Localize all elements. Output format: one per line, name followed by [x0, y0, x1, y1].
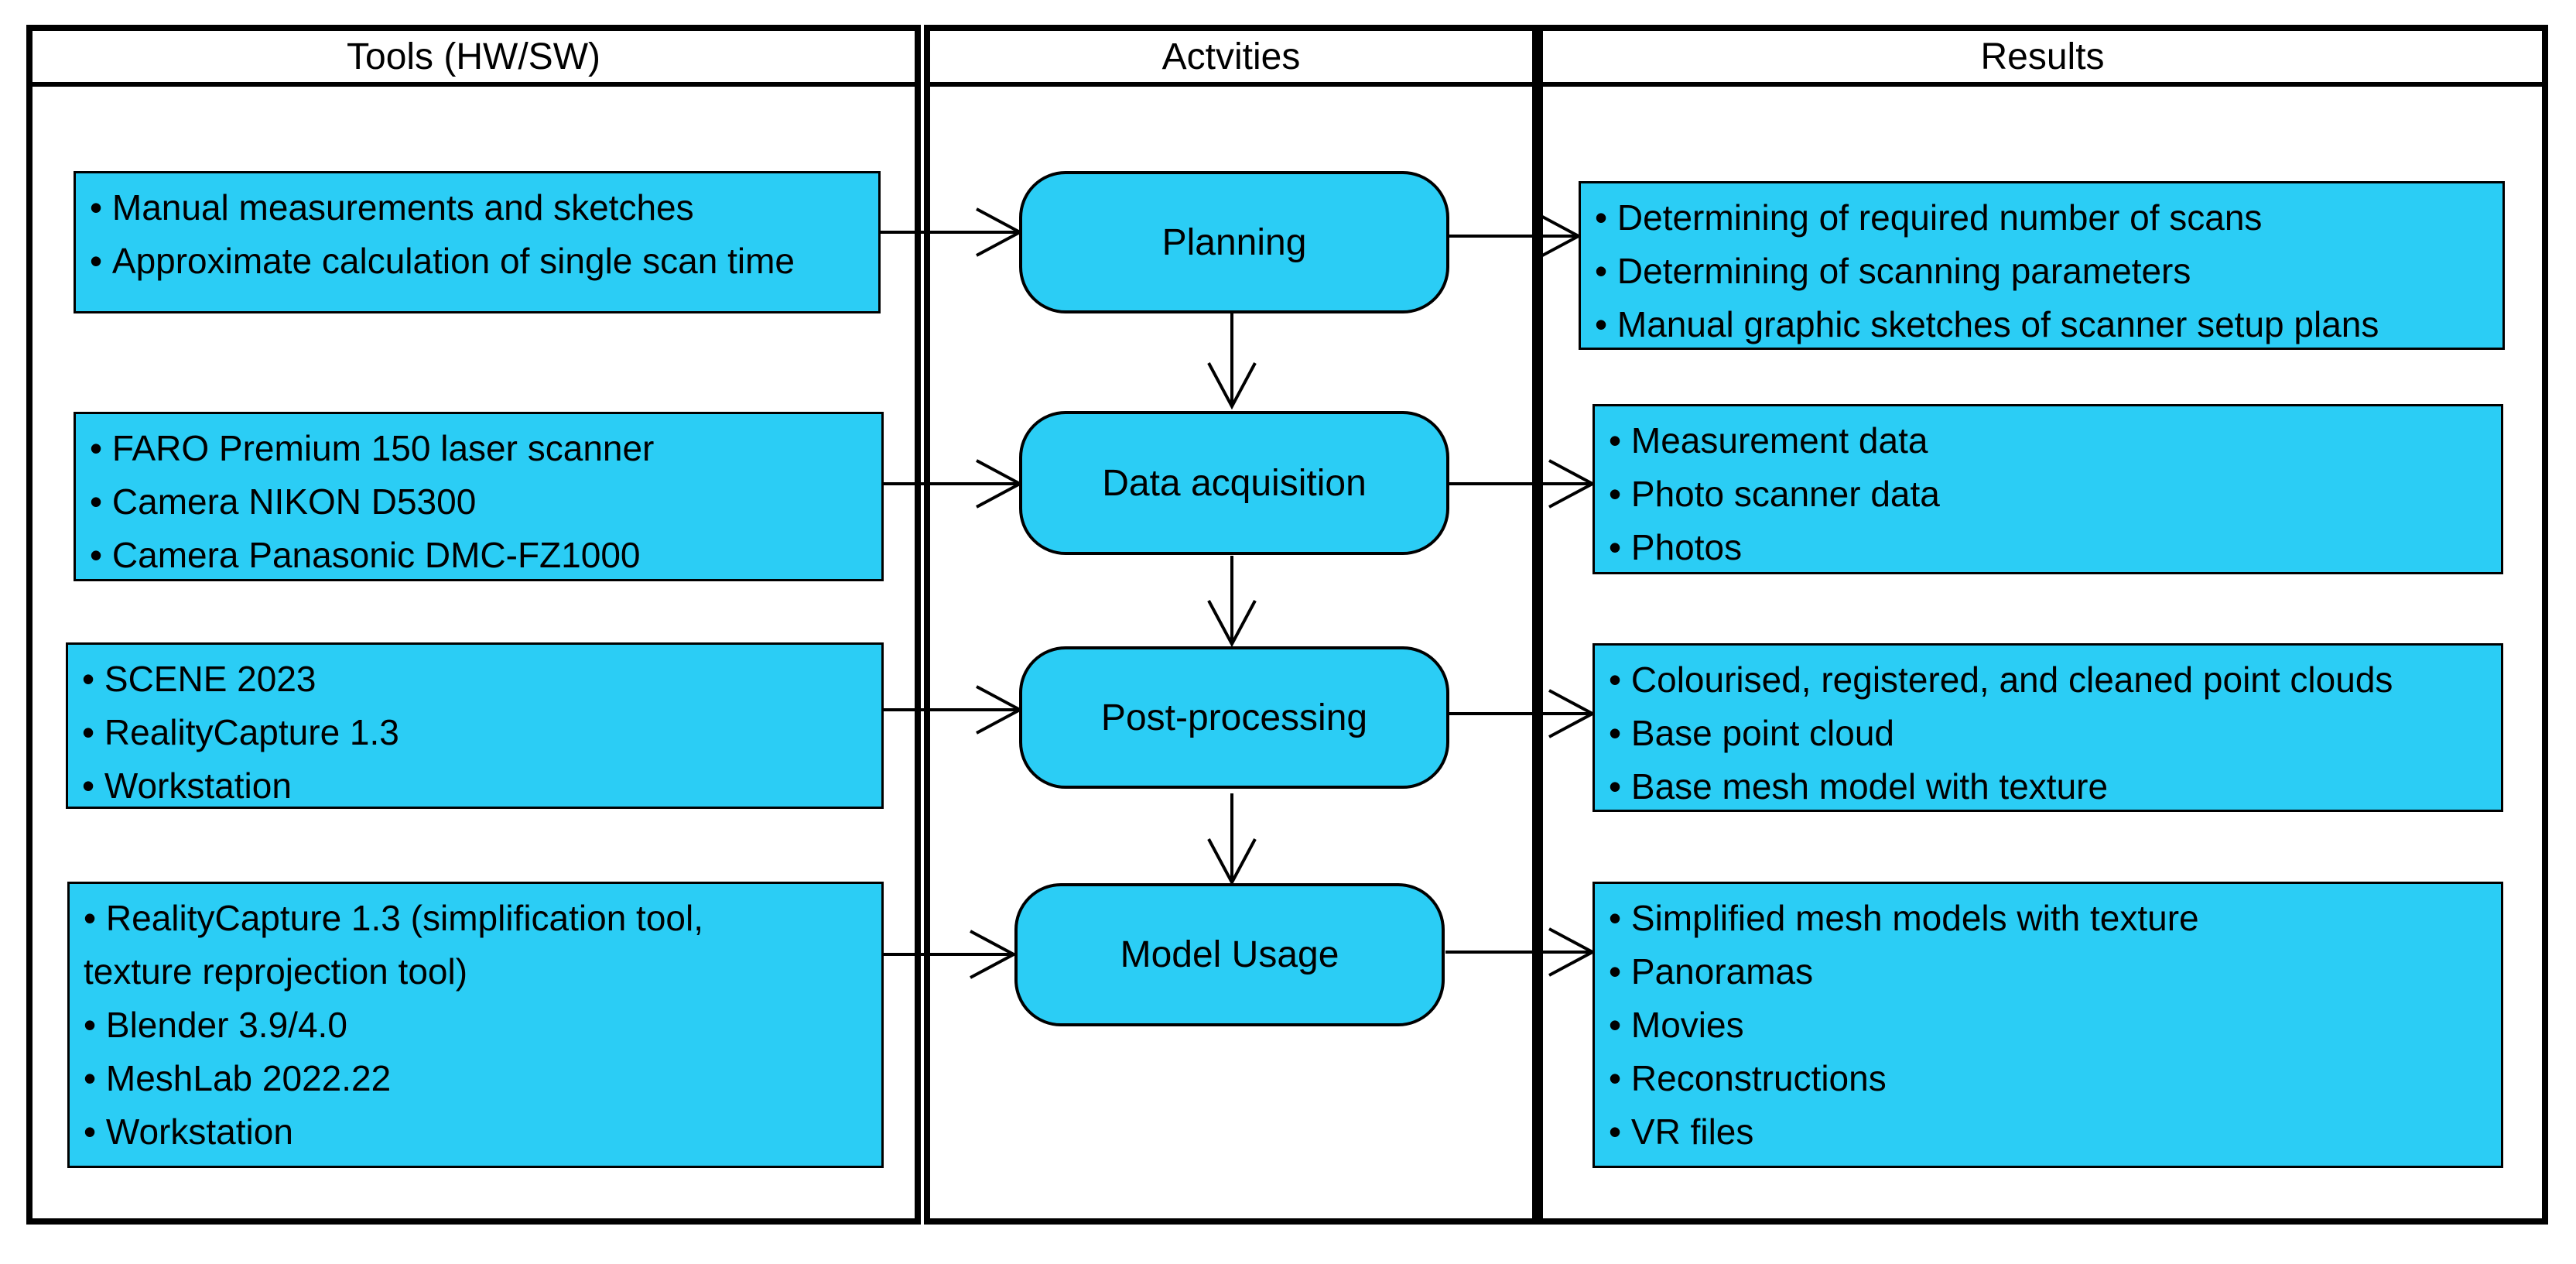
- activity-data-acquisition[interactable]: Data acquisition: [1019, 411, 1449, 555]
- activities-lane-header: Actvities: [930, 31, 1532, 87]
- tool-item: Camera NIKON D5300: [90, 475, 867, 529]
- results-lane-header: Results: [1543, 31, 2542, 87]
- results-box-post-processing: Colourised, registered, and cleaned poin…: [1592, 643, 2503, 812]
- tools-box-model-usage: RealityCapture 1.3 (simplification tool,…: [67, 882, 884, 1168]
- tool-item: MeshLab 2022.22: [84, 1052, 867, 1105]
- tools-lane-header: Tools (HW/SW): [32, 31, 915, 87]
- tool-item-continuation: texture reprojection tool): [84, 951, 468, 992]
- result-item: Photos: [1609, 521, 2487, 574]
- result-item: Movies: [1609, 999, 2487, 1052]
- result-item: Determining of required number of scans: [1595, 191, 2489, 245]
- result-item: Colourised, registered, and cleaned poin…: [1609, 653, 2487, 707]
- tool-item: Workstation: [82, 759, 867, 813]
- result-item: Determining of scanning parameters: [1595, 245, 2489, 298]
- tool-item: Workstation: [84, 1105, 867, 1159]
- result-item: Simplified mesh models with texture: [1609, 892, 2487, 945]
- results-box-model-usage: Simplified mesh models with texture Pano…: [1592, 882, 2503, 1168]
- tool-item: FARO Premium 150 laser scanner: [90, 422, 867, 475]
- tool-item: SCENE 2023: [82, 653, 867, 706]
- result-item: VR files: [1609, 1105, 2487, 1159]
- result-item: Panoramas: [1609, 945, 2487, 999]
- tool-item: RealityCapture 1.3 (simplification tool,: [84, 892, 867, 945]
- result-item: Reconstructions: [1609, 1052, 2487, 1105]
- tools-box-post-processing: SCENE 2023 RealityCapture 1.3 Workstatio…: [66, 642, 884, 809]
- activity-planning[interactable]: Planning: [1019, 171, 1449, 313]
- tool-item: Camera Panasonic DMC-FZ1000: [90, 529, 867, 582]
- result-item: Base mesh model with texture: [1609, 760, 2487, 814]
- tools-box-data-acquisition: FARO Premium 150 laser scanner Camera NI…: [74, 412, 884, 581]
- tools-box-planning: Manual measurements and sketches Approxi…: [74, 171, 881, 313]
- result-item: Base point cloud: [1609, 707, 2487, 760]
- result-item: Measurement data: [1609, 414, 2487, 468]
- results-box-data-acquisition: Measurement data Photo scanner data Phot…: [1592, 404, 2503, 574]
- activity-post-processing[interactable]: Post-processing: [1019, 646, 1449, 789]
- results-box-planning: Determining of required number of scans …: [1579, 181, 2505, 350]
- tool-item: RealityCapture 1.3: [82, 706, 867, 759]
- tool-item: Manual measurements and sketches: [90, 181, 864, 235]
- activity-model-usage[interactable]: Model Usage: [1014, 883, 1445, 1026]
- tool-item: Blender 3.9/4.0: [84, 999, 867, 1052]
- result-item: Manual graphic sketches of scanner setup…: [1595, 298, 2489, 351]
- result-item: Photo scanner data: [1609, 468, 2487, 521]
- tool-item: Approximate calculation of single scan t…: [90, 235, 864, 288]
